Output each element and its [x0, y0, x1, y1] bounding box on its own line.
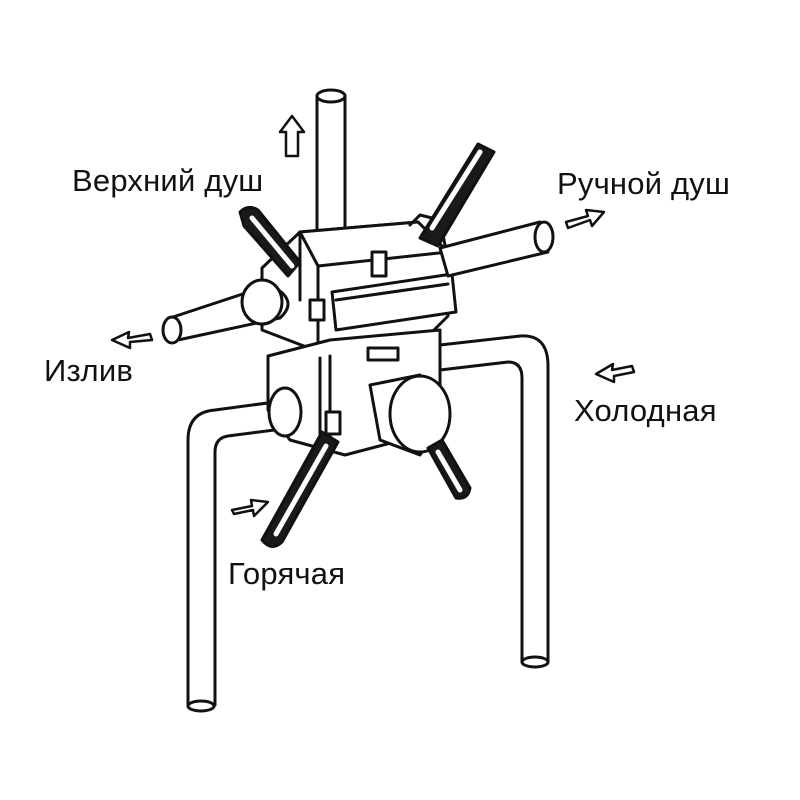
- top-shower-label: Верхний душ: [72, 163, 264, 198]
- cold-water-label: Холодная: [574, 393, 717, 428]
- arrow-left-cold-icon: [594, 362, 636, 384]
- spout-label: Излив: [44, 353, 134, 388]
- mounting-bracket-top-left: [238, 205, 302, 278]
- arrow-left-icon: [110, 330, 154, 350]
- spout-pipe: [161, 278, 290, 345]
- hand-shower-label: Ручной душ: [557, 166, 731, 201]
- arrow-right-hot-icon: [230, 498, 270, 518]
- cold-supply-pipe: [438, 334, 550, 669]
- mounting-bracket-bottom-right: [426, 438, 472, 500]
- mounting-bracket-top-right: [418, 142, 496, 248]
- mounting-bracket-bottom-left: [260, 430, 340, 548]
- cold-inlet-boss: [368, 373, 452, 457]
- arrow-up-icon: [278, 114, 306, 158]
- hot-inlet-boss: [267, 386, 303, 438]
- hot-water-label: Горячая: [228, 556, 346, 591]
- arrow-right-icon: [564, 208, 606, 230]
- hand-shower-pipe: [438, 220, 555, 278]
